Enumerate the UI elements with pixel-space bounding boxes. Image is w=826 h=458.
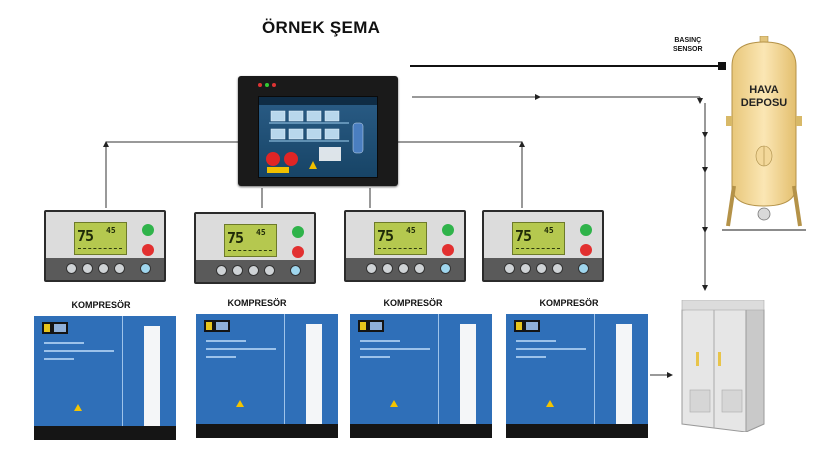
controller-1: 75 45 <box>44 210 166 282</box>
diagram-title: ÖRNEK ŞEMA <box>262 18 381 37</box>
key-down[interactable] <box>248 265 259 276</box>
compressor-door-panel <box>460 324 476 424</box>
display-main-value: 75 <box>77 227 94 245</box>
compressor-2 <box>196 314 338 438</box>
warning-icon <box>390 400 398 407</box>
start-button[interactable] <box>292 226 304 238</box>
controller-keypad <box>484 258 602 280</box>
compressor-control-panel <box>358 320 384 332</box>
compressor-base <box>350 424 492 438</box>
display-main-value: 75 <box>377 227 394 245</box>
sensor-label-line1: BASINÇ <box>674 37 702 44</box>
key-down[interactable] <box>536 263 547 274</box>
compressor-3 <box>350 314 492 438</box>
key-enter[interactable] <box>552 263 563 274</box>
key-enter[interactable] <box>264 265 275 276</box>
pressure-sensor-label: BASINÇ SENSOR <box>673 36 703 54</box>
compressor-4 <box>506 314 648 438</box>
hmi-led-red <box>258 83 262 87</box>
display-secondary-value: 45 <box>406 226 416 235</box>
key-enter[interactable] <box>114 263 125 274</box>
tank-label-line2: DEPOSU <box>740 97 788 109</box>
start-button[interactable] <box>580 224 592 236</box>
controller-display: 75 45 <box>74 222 127 255</box>
controller-4: 75 45 <box>482 210 604 282</box>
display-secondary-value: 45 <box>256 228 266 237</box>
key-back[interactable] <box>504 263 515 274</box>
key-up[interactable] <box>232 265 243 276</box>
start-button[interactable] <box>142 224 154 236</box>
air-tank <box>722 36 806 231</box>
compressor-control-panel <box>514 320 540 332</box>
warning-icon <box>546 400 554 407</box>
hmi-led-green <box>265 83 269 87</box>
compressor-4-label: KOMPRESÖR <box>539 298 599 308</box>
key-down[interactable] <box>98 263 109 274</box>
electrical-cabinet <box>681 300 765 432</box>
display-main-value: 75 <box>515 227 532 245</box>
compressor-door-panel <box>306 324 322 424</box>
controller-display: 75 45 <box>512 222 565 255</box>
stop-button[interactable] <box>292 246 304 258</box>
sensor-label-line2: SENSOR <box>673 46 703 53</box>
hmi-touch-panel <box>238 76 398 186</box>
key-info[interactable] <box>440 263 451 274</box>
controller-display: 75 45 <box>224 224 277 257</box>
hmi-screen <box>258 96 378 178</box>
compressor-1-label: KOMPRESÖR <box>71 300 131 310</box>
compressor-control-panel <box>42 322 68 334</box>
compressor-door-panel <box>616 324 632 424</box>
controller-keypad <box>46 258 164 280</box>
tank-label-line1: HAVA <box>749 84 779 96</box>
key-up[interactable] <box>520 263 531 274</box>
compressor-base <box>196 424 338 438</box>
display-secondary-value: 45 <box>106 226 116 235</box>
compressor-3-label: KOMPRESÖR <box>383 298 443 308</box>
compressor-1 <box>34 316 176 440</box>
stop-button[interactable] <box>142 244 154 256</box>
start-button[interactable] <box>442 224 454 236</box>
controller-keypad <box>196 260 314 282</box>
compressor-control-panel <box>204 320 230 332</box>
stop-button[interactable] <box>442 244 454 256</box>
controller-3: 75 45 <box>344 210 466 282</box>
compressor-door-panel <box>144 326 160 426</box>
controller-keypad <box>346 258 464 280</box>
stop-button[interactable] <box>580 244 592 256</box>
compressor-2-label: KOMPRESÖR <box>227 298 287 308</box>
key-back[interactable] <box>366 263 377 274</box>
key-info[interactable] <box>578 263 589 274</box>
key-back[interactable] <box>216 265 227 276</box>
key-up[interactable] <box>382 263 393 274</box>
hmi-led-red-2 <box>272 83 276 87</box>
controller-display: 75 45 <box>374 222 427 255</box>
key-info[interactable] <box>140 263 151 274</box>
display-main-value: 75 <box>227 229 244 247</box>
key-down[interactable] <box>398 263 409 274</box>
key-up[interactable] <box>82 263 93 274</box>
hmi-screen-graphics <box>259 97 377 173</box>
display-secondary-value: 45 <box>544 226 554 235</box>
air-tank-label: HAVA DEPOSU <box>728 84 800 110</box>
key-info[interactable] <box>290 265 301 276</box>
controller-2: 75 45 <box>194 212 316 284</box>
compressor-base <box>34 426 176 440</box>
compressor-base <box>506 424 648 438</box>
pressure-sensor <box>718 62 726 70</box>
warning-icon <box>74 404 82 411</box>
warning-icon <box>236 400 244 407</box>
key-enter[interactable] <box>414 263 425 274</box>
key-back[interactable] <box>66 263 77 274</box>
